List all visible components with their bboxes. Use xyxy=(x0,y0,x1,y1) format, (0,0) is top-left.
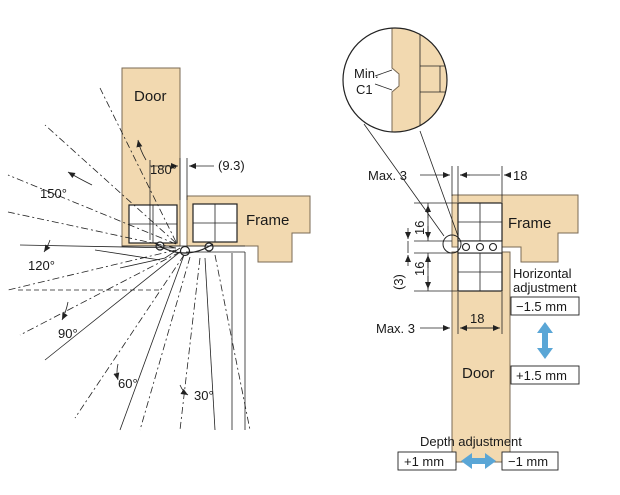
dim-18-bottom-label: 18 xyxy=(470,311,484,326)
right-hinge-knuckle xyxy=(457,240,503,254)
gap-dimension-label: (9.3) xyxy=(218,158,245,173)
angle-label-150: 150° xyxy=(40,186,67,201)
angle-label-120: 120° xyxy=(28,258,55,273)
right-frame-label: Frame xyxy=(508,215,551,232)
max3-top-label: Max. 3 xyxy=(368,168,407,183)
dim-16-b-label: 16 xyxy=(412,262,427,276)
right-diagram: Min. C1 xyxy=(342,27,580,471)
horizontal-adjust-arrow xyxy=(461,453,496,469)
angle-label-30: 30° xyxy=(194,388,214,403)
horizontal-adjustment-line1: Horizontal xyxy=(513,266,572,281)
h-plus-label: +1.5 mm xyxy=(516,368,567,383)
d-plus-box xyxy=(397,451,457,471)
left-hinge-frame-plate xyxy=(192,203,238,243)
h-plus-box xyxy=(510,365,580,385)
dim-16-a-label: 16 xyxy=(412,221,427,235)
left-diagram: Door Frame (9.3) 180° 150° 120° 90° 60° … xyxy=(7,67,311,431)
right-hinge-frame-plate xyxy=(457,202,503,242)
swing-lines xyxy=(7,87,251,431)
detail-callout: Min. C1 xyxy=(342,27,462,254)
horizontal-adjustment-line2: adjustment xyxy=(513,280,577,295)
h-minus-label: −1.5 mm xyxy=(516,299,567,314)
angle-label-180: 180° xyxy=(150,162,177,177)
d-plus-label: +1 mm xyxy=(404,454,444,469)
d-minus-box xyxy=(501,451,559,471)
right-hinge-door-plate xyxy=(457,252,503,292)
detail-min-label: Min. xyxy=(354,66,379,81)
dim-18-top-label: 18 xyxy=(513,168,527,183)
right-door-label: Door xyxy=(462,365,495,382)
left-frame-label: Frame xyxy=(246,212,289,229)
angle-label-60: 60° xyxy=(118,376,138,391)
d-minus-label: −1 mm xyxy=(508,454,548,469)
depth-adjustment-label: Depth adjustment xyxy=(420,434,522,449)
dim-3-label: (3) xyxy=(391,274,406,290)
vertical-adjust-arrow xyxy=(537,322,553,359)
left-hinge-door-plate xyxy=(128,204,178,244)
detail-c1-label: C1 xyxy=(356,82,373,97)
max3-bottom-label: Max. 3 xyxy=(376,321,415,336)
h-minus-box xyxy=(510,296,580,316)
left-door-label: Door xyxy=(134,88,167,105)
angle-label-90: 90° xyxy=(58,326,78,341)
